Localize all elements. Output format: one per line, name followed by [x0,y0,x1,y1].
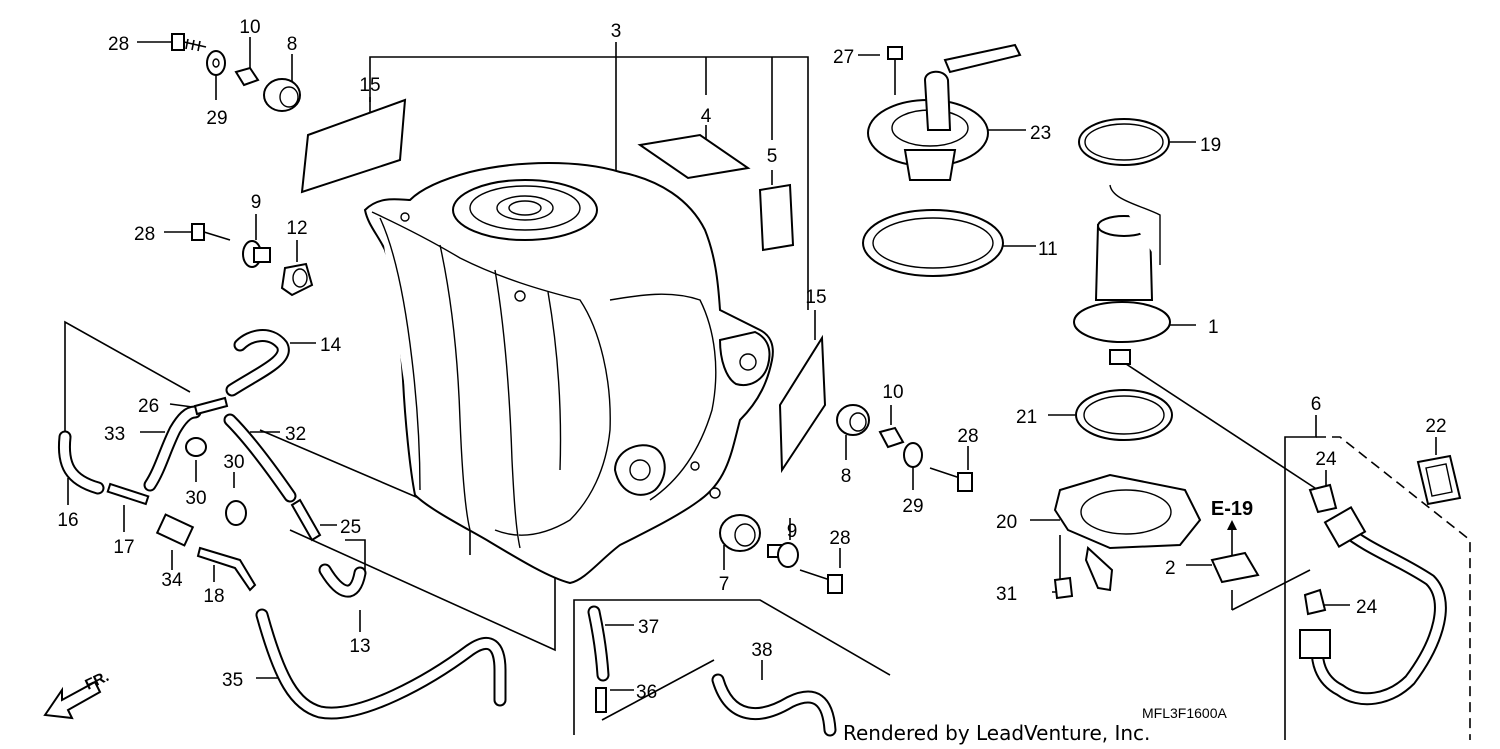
drawing-code: MFL3F1600A [1142,705,1227,721]
callout-30-upper: 30 [223,452,244,473]
callout-10-right: 10 [882,382,903,403]
callout-3: 3 [611,21,622,42]
callout-17: 17 [113,537,134,558]
callout-30-lower: 30 [185,488,206,509]
hardware-top-left [171,33,301,112]
callout-8-right: 8 [841,466,852,487]
callout-15-left: 15 [359,75,380,96]
callout-5: 5 [767,146,778,167]
callout-4: 4 [701,106,712,127]
callout-29-right: 29 [902,496,923,517]
callout-9-left: 9 [251,192,262,213]
callout-10-top: 10 [239,17,260,38]
hardware-right-of-tank [719,404,973,594]
bottom-breather [587,605,837,737]
callout-24-lower: 24 [1356,597,1378,618]
callout-32: 32 [285,424,306,445]
reference-label: E-19 [1211,498,1253,520]
callout-18: 18 [203,586,224,607]
callout-22: 22 [1425,416,1446,437]
credit-text: Rendered by LeadVenture, Inc. [843,721,1150,745]
callout-7: 7 [719,574,730,595]
callout-14: 14 [320,335,342,356]
callout-34: 34 [161,570,183,591]
callout-31: 31 [996,584,1017,605]
callout-26: 26 [138,396,159,417]
callout-28-right: 28 [957,426,978,447]
callout-29: 29 [206,108,227,129]
callout-24-upper: 24 [1315,449,1337,470]
callout-37: 37 [638,617,659,638]
callout-11: 11 [1038,239,1058,260]
callout-15-right: 15 [805,287,826,308]
callout-13: 13 [349,636,370,657]
callout-23: 23 [1030,123,1051,144]
callout-16: 16 [57,510,78,531]
callout-33: 33 [104,424,125,445]
callout-21: 21 [1016,407,1037,428]
callout-27: 27 [833,47,854,68]
left-hoses [57,329,507,720]
leader-lines [64,37,1471,740]
front-direction-label: FR. [83,668,112,694]
fuel-feed-hose [1299,454,1462,706]
callout-20: 20 [996,512,1017,533]
fuel-pump [1053,184,1260,600]
callout-28-mid: 28 [134,224,155,245]
callout-25: 25 [340,517,361,538]
callout-38: 38 [751,640,772,661]
callout-28-top: 28 [108,34,129,55]
callout-2: 2 [1165,558,1176,579]
callout-28-bottom: 28 [829,528,850,549]
fuel-tank [363,162,774,585]
front-direction-arrow: FR. [43,668,112,720]
fuel-cap-assembly [862,43,1173,441]
callout-36: 36 [636,682,657,703]
callout-12: 12 [286,218,307,239]
pads [300,98,827,474]
callout-35: 35 [222,670,243,691]
callout-labels: 29 1 2 3 4 5 6 7 8 8 9 9 10 10 11 12 13 … [57,17,1446,745]
callout-8-top: 8 [287,34,298,55]
hardware-mid-left [191,223,314,297]
callout-6: 6 [1311,394,1322,415]
callout-1: 1 [1208,317,1219,338]
callout-19: 19 [1200,135,1221,156]
callout-9-right: 9 [787,521,798,542]
